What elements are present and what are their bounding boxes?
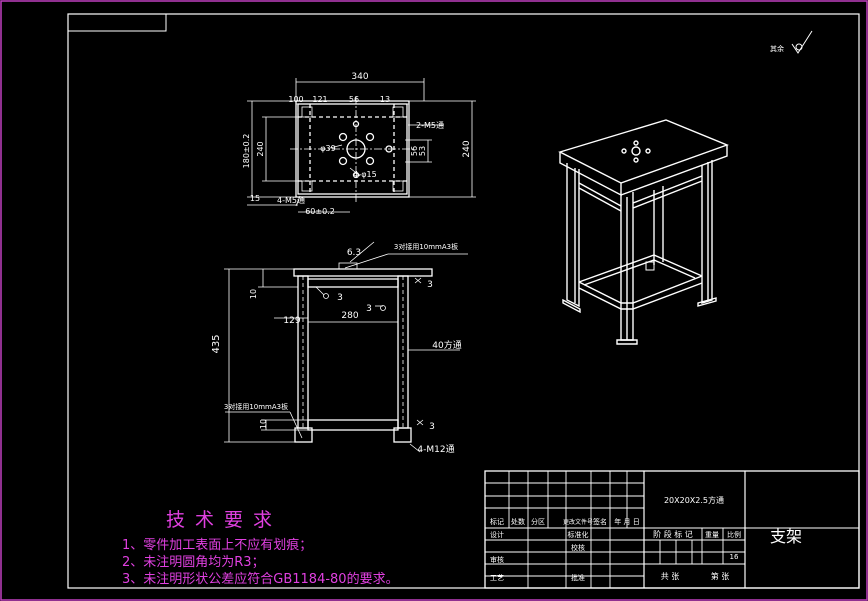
isometric-view [558,119,729,345]
dim-10-bottom: 10 [259,419,268,429]
top-plate-note: 3对接用10mmA3板 [394,242,458,251]
weld-3a-label: 3 [427,280,433,290]
row-design: 设计 [490,530,504,539]
material-label: 20X20X2.5方通 [664,495,724,505]
dim-60: 60±0.2 [305,207,335,216]
weight-label: 重量 [705,531,719,539]
dim-240-left: 240 [256,141,265,156]
inner-frame [67,13,860,589]
part-name: 支架 [770,527,802,546]
title-block-text: 20X20X2.5方通 支架 16 标记 处数 分区 更改文件号 签名 年 月 … [490,495,802,582]
dim-10-top: 10 [249,289,258,299]
col-count: 处数 [511,517,525,526]
stage-mark: 阶 段 标 记 [653,529,693,539]
hole-note-right: 2-M5通 [416,120,444,130]
hole-note-bottom: 4-M5通 [277,195,305,205]
title-block [484,470,860,589]
dim-180: 180±0.2 [242,134,251,169]
dim-121: 121 [312,95,327,104]
weld-3c-label: 3 [366,304,372,314]
tech-line-2: 2、未注明圆角均为R3； [122,555,265,570]
sheet-total: 共 张 [661,572,680,581]
bolt-note: 4-M12通 [417,444,454,455]
row-process-review: 审核 [490,555,504,564]
dim-53: 53 [418,146,427,156]
dim-56: 56 [349,95,359,104]
dim-56-right: 56 [410,146,419,156]
ratio-value: 16 [730,553,739,561]
dim-13: 13 [380,95,390,104]
col-zone: 分区 [531,517,545,526]
dim-15: 15 [250,194,260,203]
holes-4-label: 4-φ15 [353,170,376,179]
center-hole-label: φ39 [320,144,335,153]
ratio-label: 比例 [727,530,741,539]
col-doc: 更改文件号 [563,518,593,526]
tech-requirements-title: 技术要求 [166,509,283,531]
dim-435: 435 [211,334,222,353]
row-standard: 标准化 [568,530,589,539]
col-sign: 签名 [593,517,607,526]
front-view: 6.3 3对接用10mmA3板 3 3 3 3 280 129 10 435 1… [211,241,468,455]
plan-view: 340 100 121 56 13 2-M5通 4-M5通 φ39 4-φ15 … [242,72,476,216]
sheet-no: 第 张 [711,571,730,581]
tube-note: 40方通 [432,339,461,351]
surface-mark-label: 其余 [770,44,784,53]
dim-100: 100 [288,95,303,104]
row-craft: 工艺 [490,574,504,582]
tech-line-3: 3、未注明形状公差应符合GB1184-80的要求。 [122,572,399,587]
foot-plate-note: 3对接用10mmA3板 [224,402,288,411]
dim-129: 129 [283,316,300,326]
weld-63-label: 6.3 [347,248,361,258]
dim-240-right: 240 [462,140,472,157]
weld-3b-label: 3 [337,293,343,303]
col-mark: 标记 [490,517,504,526]
dim-280: 280 [341,311,358,321]
tech-line-1: 1、零件加工表面上不应有划痕； [122,538,313,553]
dim-340: 340 [351,72,368,82]
col-date: 年 月 日 [614,517,639,526]
corner-code-box [67,13,167,32]
row-check: 校核 [571,543,585,552]
weld-3d-label: 3 [429,422,435,432]
row-approve: 批准 [571,573,585,582]
roughness-symbol [791,30,813,54]
